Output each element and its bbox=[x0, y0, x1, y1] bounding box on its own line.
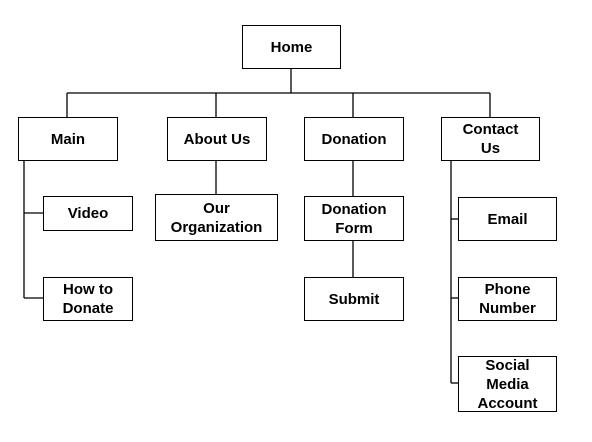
node-donation[interactable]: Donation bbox=[304, 117, 404, 161]
node-contact-us[interactable]: Contact Us bbox=[441, 117, 540, 161]
node-main[interactable]: Main bbox=[18, 117, 118, 161]
node-how-to-donate[interactable]: How to Donate bbox=[43, 277, 133, 321]
node-about-us[interactable]: About Us bbox=[167, 117, 267, 161]
node-video[interactable]: Video bbox=[43, 196, 133, 231]
node-email[interactable]: Email bbox=[458, 197, 557, 241]
node-donation-form[interactable]: Donation Form bbox=[304, 196, 404, 241]
node-social-media-account[interactable]: Social Media Account bbox=[458, 356, 557, 412]
node-submit[interactable]: Submit bbox=[304, 277, 404, 321]
node-home[interactable]: Home bbox=[242, 25, 341, 69]
node-phone-number[interactable]: Phone Number bbox=[458, 277, 557, 321]
node-our-organization[interactable]: Our Organization bbox=[155, 194, 278, 241]
